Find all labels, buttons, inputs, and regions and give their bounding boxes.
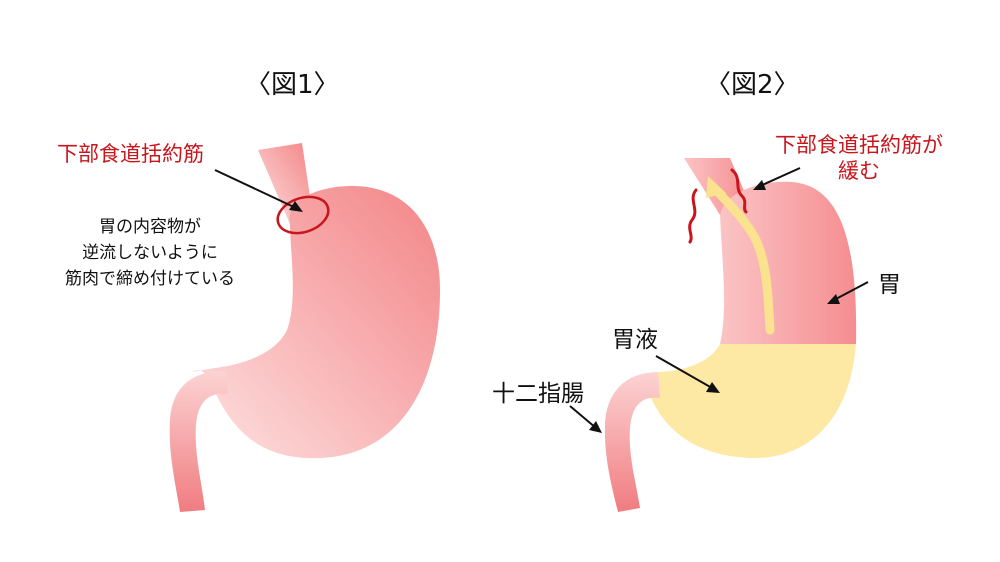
figure2-reflux-arrowhead — [706, 176, 726, 198]
stomach-label: 胃 — [878, 272, 901, 298]
sphincter-pointer-line — [759, 167, 801, 187]
figure2-pointer-arrows — [569, 167, 869, 433]
figure2-loosen-mark-left — [688, 188, 698, 244]
figure1-description: 胃の内容物が 逆流しないように 筋肉で締め付けている — [50, 214, 250, 292]
figure2-title: 〈図2〉 — [705, 70, 800, 100]
sphincter-label-line-2: 緩む — [838, 159, 880, 183]
sphincter-pointer-head — [753, 180, 766, 190]
description-line-1: 胃の内容物が — [99, 217, 201, 237]
duodenum-pointer-head — [589, 421, 602, 433]
sphincter-label-line-1: 下部食道括約筋が — [775, 133, 943, 157]
description-line-2: 逆流しないように — [82, 243, 218, 263]
figure2-stomach — [604, 158, 857, 512]
figure1-stomach — [169, 143, 440, 512]
duodenum-pointer-line — [569, 405, 597, 429]
figure1-arrowhead — [289, 201, 303, 212]
figure1-pointer-arrow — [214, 169, 297, 209]
stomach-pointer-head — [827, 294, 840, 304]
figure2-gastric-juice — [636, 344, 856, 459]
figure2-reflux-arrow — [713, 187, 775, 335]
figure1-title: 〈図1〉 — [245, 70, 340, 100]
figure2-duodenum — [604, 372, 660, 512]
figure1-duodenum — [169, 370, 228, 512]
description-line-3: 筋肉で締め付けている — [65, 269, 235, 289]
figure1-sphincter-circle — [276, 195, 330, 235]
figure2-sphincter-label: 下部食道括約筋が 緩む — [775, 132, 943, 184]
duodenum-label: 十二指腸 — [492, 381, 584, 407]
figure1-stomach-body — [192, 186, 440, 459]
figure1-sphincter-label: 下部食道括約筋 — [57, 142, 204, 166]
gastric-juice-pointer-head — [706, 382, 720, 393]
gastric-juice-label: 胃液 — [612, 327, 658, 353]
figure2-loosen-mark-right — [730, 168, 748, 214]
stomach-pointer-line — [833, 281, 869, 301]
gastric-juice-pointer-line — [655, 355, 713, 389]
figure2-stomach-upper — [720, 181, 857, 344]
